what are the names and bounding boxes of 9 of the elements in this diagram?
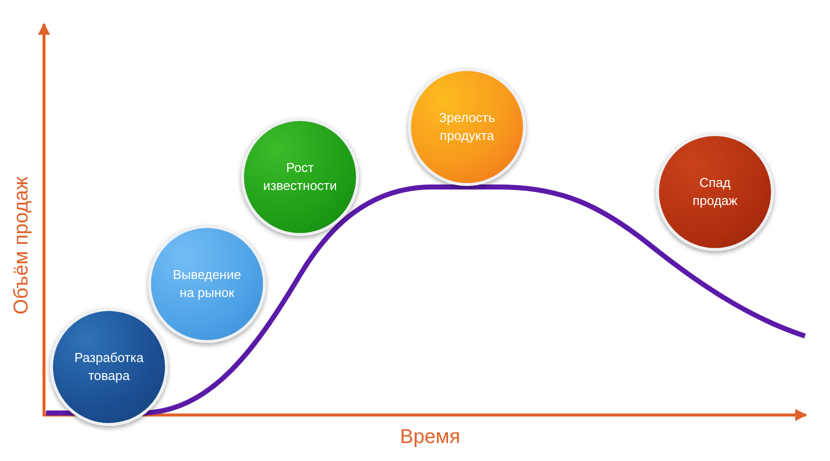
stage-circle bbox=[148, 225, 266, 343]
stage-label: Разработка товара bbox=[73, 349, 145, 385]
axis-label: Объём продаж bbox=[10, 176, 34, 314]
stage-label: Выведение на рынок bbox=[172, 266, 242, 302]
stage-circle bbox=[241, 118, 359, 236]
axis-label: Время bbox=[400, 426, 460, 448]
stage-label: Рост известности bbox=[262, 159, 338, 195]
stage-label: Зрелость продукта bbox=[438, 109, 496, 145]
stage-label: Спад продаж bbox=[692, 174, 738, 210]
